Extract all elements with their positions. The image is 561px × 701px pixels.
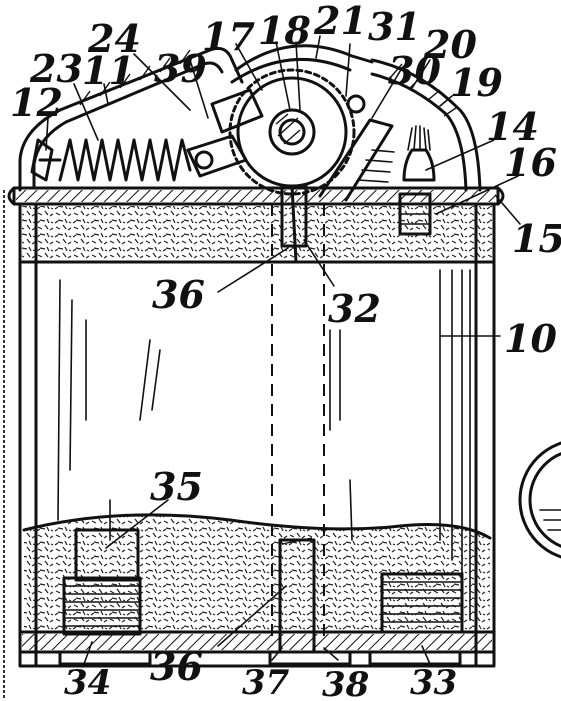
bottom-packs [62, 528, 464, 636]
label-30: 30 [388, 48, 441, 93]
label-23: 23 [29, 46, 83, 91]
label-38: 38 [322, 665, 369, 701]
label-36-bottom: 36 [150, 644, 203, 689]
center-tube [271, 184, 325, 654]
label-19: 19 [450, 60, 503, 105]
label-10: 10 [504, 316, 557, 361]
label-21: 21 [313, 0, 367, 43]
label-34: 34 [64, 663, 111, 701]
label-16: 16 [504, 140, 557, 185]
label-15: 15 [512, 216, 561, 261]
top-plate [7, 186, 505, 206]
lighter-body [18, 202, 496, 668]
label-24: 24 [87, 16, 141, 61]
label-39: 39 [154, 46, 207, 91]
reference-numerals: 24 23 11 12 39 17 18 21 31 30 20 19 14 1… [10, 0, 561, 701]
label-14: 14 [486, 104, 539, 149]
label-18: 18 [258, 8, 311, 53]
label-37: 37 [242, 663, 290, 701]
label-12: 12 [10, 80, 63, 125]
label-31: 31 [368, 4, 421, 49]
spring-23 [30, 138, 192, 182]
label-20: 20 [423, 22, 477, 67]
label-32: 32 [328, 286, 381, 331]
label-36-top: 36 [152, 272, 205, 317]
label-33: 33 [410, 663, 457, 701]
lever-arm [186, 88, 264, 178]
label-35: 35 [150, 464, 203, 509]
flint-wheel [228, 68, 356, 196]
label-11: 11 [82, 48, 135, 93]
detail-circle [518, 441, 561, 559]
leader-lines [45, 35, 521, 665]
label-17: 17 [202, 14, 255, 59]
